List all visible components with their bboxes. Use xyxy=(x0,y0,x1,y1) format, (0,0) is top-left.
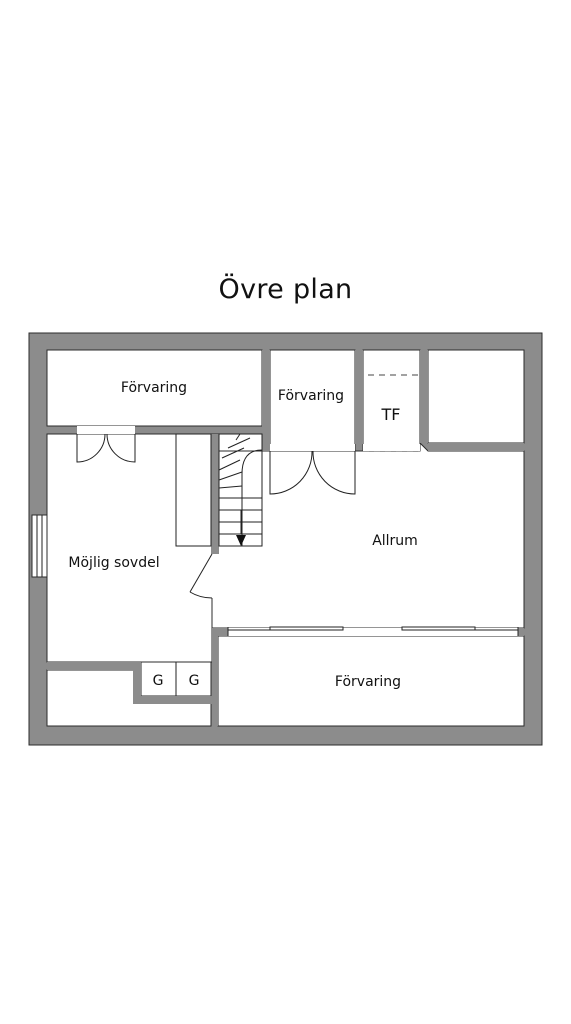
wall-segment xyxy=(212,628,218,726)
room-storage-top-left xyxy=(46,349,263,427)
label-family-room: Allrum xyxy=(372,533,418,549)
wall-segment xyxy=(133,670,141,704)
label-storage-bottom: Förvaring xyxy=(335,674,401,690)
door-opening xyxy=(270,444,355,451)
sliding-door-opening xyxy=(228,628,518,636)
label-storage-top-left: Förvaring xyxy=(121,380,187,396)
double-door-right xyxy=(312,450,356,495)
sliding-door-panel xyxy=(401,626,476,631)
label-storage-top-middle: Förvaring xyxy=(278,388,344,404)
wall-segment xyxy=(47,662,141,670)
stair-direction-arrow xyxy=(236,535,246,546)
stair-wall xyxy=(211,434,219,554)
wall-segment xyxy=(355,350,363,444)
door-leaf xyxy=(189,553,213,593)
room-tf xyxy=(362,349,421,452)
wall-segment xyxy=(262,350,270,451)
double-door-right xyxy=(106,433,136,463)
wall-segment xyxy=(428,443,524,451)
window xyxy=(31,514,48,578)
tf-opening xyxy=(363,444,420,451)
stair-shaft xyxy=(175,433,212,547)
label-closet-g2: G xyxy=(189,673,200,689)
wall-segment xyxy=(420,350,428,443)
door-opening xyxy=(77,426,135,434)
room-storage-bottom xyxy=(217,635,525,727)
label-closet-g1: G xyxy=(153,673,164,689)
door-swing xyxy=(189,591,213,599)
room-family xyxy=(211,441,525,629)
door-opening xyxy=(211,554,219,598)
staircase xyxy=(218,433,263,547)
room-top-right xyxy=(427,349,525,444)
sliding-door-panel xyxy=(269,626,344,631)
wall-segment xyxy=(133,696,212,704)
room-storage-top-middle xyxy=(269,349,356,452)
double-door-left xyxy=(76,433,106,463)
label-bedroom: Möjlig sovdel xyxy=(68,555,159,571)
label-tf: TF xyxy=(381,405,401,424)
double-door-left xyxy=(269,450,313,495)
plan-title: Övre plan xyxy=(218,274,353,305)
